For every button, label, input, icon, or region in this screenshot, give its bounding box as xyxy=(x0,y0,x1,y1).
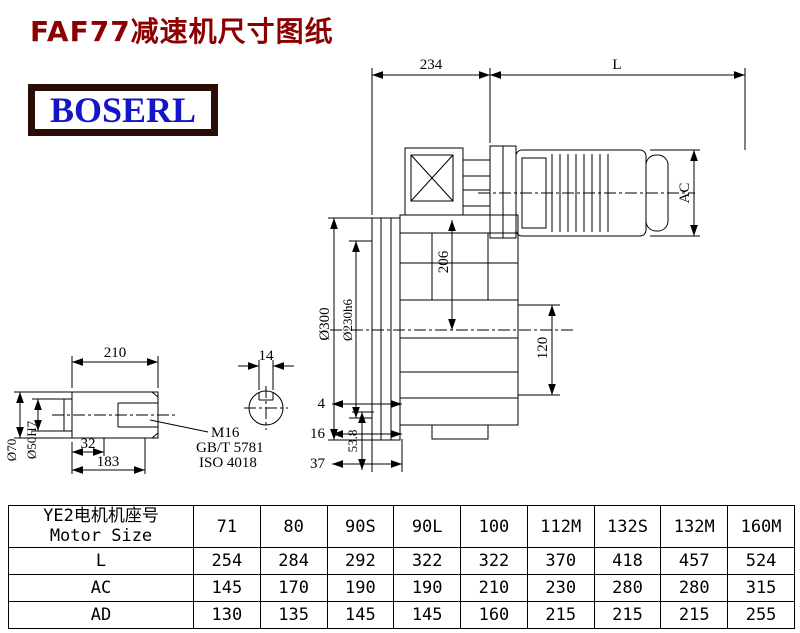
gear-housing xyxy=(399,214,519,440)
dim-234-label: 234 xyxy=(420,57,443,73)
dim-120-label: 120 xyxy=(535,337,551,360)
brand-logo: BOSERL xyxy=(28,84,218,136)
table-cell: 190 xyxy=(326,574,395,602)
dim-206-label: 206 xyxy=(436,250,452,273)
note-m16-label: M16 xyxy=(211,425,240,441)
table-cell: 418 xyxy=(593,547,662,575)
table-cell: 160 xyxy=(460,601,528,629)
table-cell: 292 xyxy=(326,547,395,575)
table-cell: 215 xyxy=(526,601,595,629)
column-header: 100 xyxy=(460,505,528,548)
note-iso-label: ISO 4018 xyxy=(199,455,257,471)
motor xyxy=(489,145,669,239)
keyway-section-view: 14 xyxy=(238,348,294,430)
table-cell: 135 xyxy=(259,601,328,629)
dim-37-label: 37 xyxy=(310,456,326,472)
dim-230h6-label: Ø230h6 xyxy=(340,299,355,341)
table-cell: 145 xyxy=(193,574,261,602)
dim-14-label: 14 xyxy=(259,348,275,364)
column-header: 160M xyxy=(727,505,795,548)
dimensions-main: 234 L AC Ø300 Ø230h6 206 120 xyxy=(310,57,746,472)
table-cell: 210 xyxy=(460,574,528,602)
table-cell: 145 xyxy=(393,601,462,629)
dim-L-label: L xyxy=(612,57,621,73)
note-gb-label: GB/T 5781 xyxy=(196,440,264,456)
dim-4-label: 4 xyxy=(318,396,326,412)
table-cell: 255 xyxy=(727,601,795,629)
brand-logo-text: BOSERL xyxy=(49,90,197,130)
table-cell: 322 xyxy=(460,547,528,575)
table-cell: 457 xyxy=(660,547,729,575)
thread-notes: M16 GB/T 5781 ISO 4018 xyxy=(149,419,264,471)
table-cell: 524 xyxy=(727,547,795,575)
dim-50H7-label: Ø50H7 xyxy=(24,420,39,459)
table-cell: 215 xyxy=(660,601,729,629)
column-header: 90S xyxy=(326,505,395,548)
dim-32-label: 32 xyxy=(81,436,96,452)
dim-16-label: 16 xyxy=(310,426,326,442)
table-cell: 190 xyxy=(393,574,462,602)
table-header-row: YE2电机机座号 Motor Size 71 80 90S 90L 100 11… xyxy=(8,505,795,548)
input-section xyxy=(404,147,491,216)
table-cell: 315 xyxy=(727,574,795,602)
main-view: 234 L AC Ø300 Ø230h6 206 120 xyxy=(310,57,746,472)
technical-drawing: 234 L AC Ø300 Ø230h6 206 120 xyxy=(4,57,746,474)
dim-AC-label: AC xyxy=(677,183,693,204)
motor-size-header-cell: YE2电机机座号 Motor Size xyxy=(8,505,194,548)
table-cell: 280 xyxy=(593,574,662,602)
table-cell: 170 xyxy=(259,574,328,602)
table-row-AD: AD 130 135 145 145 160 215 215 215 255 xyxy=(8,601,795,629)
column-header: 71 xyxy=(193,505,261,548)
shaft-detail-view: 210 32 183 Ø70 Ø50H7 M16 GB/T 5781 ISO 4… xyxy=(4,345,264,474)
column-header: 112M xyxy=(526,505,595,548)
column-header: 90L xyxy=(393,505,462,548)
table-cell: 130 xyxy=(193,601,261,629)
table-cell: 145 xyxy=(326,601,395,629)
column-header: 132S xyxy=(593,505,662,548)
table-row-AC: AC 145 170 190 190 210 230 280 280 315 xyxy=(8,574,795,602)
dim-210-label: 210 xyxy=(104,345,127,361)
table-cell: 280 xyxy=(660,574,729,602)
table-cell: 230 xyxy=(526,574,595,602)
table-cell: 254 xyxy=(193,547,261,575)
column-header: 132M xyxy=(660,505,729,548)
motor-size-table: YE2电机机座号 Motor Size 71 80 90S 90L 100 11… xyxy=(8,505,795,629)
dim-183-label: 183 xyxy=(97,454,120,470)
row-label: AD xyxy=(8,601,194,629)
table-cell: 284 xyxy=(259,547,328,575)
table-row-L: L 254 284 292 322 322 370 418 457 524 xyxy=(8,547,795,575)
table-cell: 322 xyxy=(393,547,462,575)
dim-70-label: Ø70 xyxy=(4,439,19,461)
row-label: L xyxy=(8,547,194,575)
page-title: FAF77减速机尺寸图纸 xyxy=(30,15,334,48)
header-line-cn: YE2电机机座号 xyxy=(43,505,159,526)
dim-300-label: Ø300 xyxy=(317,307,333,340)
dim-53-8-label: 53.8 xyxy=(345,430,360,453)
table-cell: 370 xyxy=(526,547,595,575)
header-line-en: Motor Size xyxy=(49,525,153,546)
row-label: AC xyxy=(8,574,194,602)
table-cell: 215 xyxy=(593,601,662,629)
output-flange xyxy=(371,217,401,441)
column-header: 80 xyxy=(259,505,328,548)
